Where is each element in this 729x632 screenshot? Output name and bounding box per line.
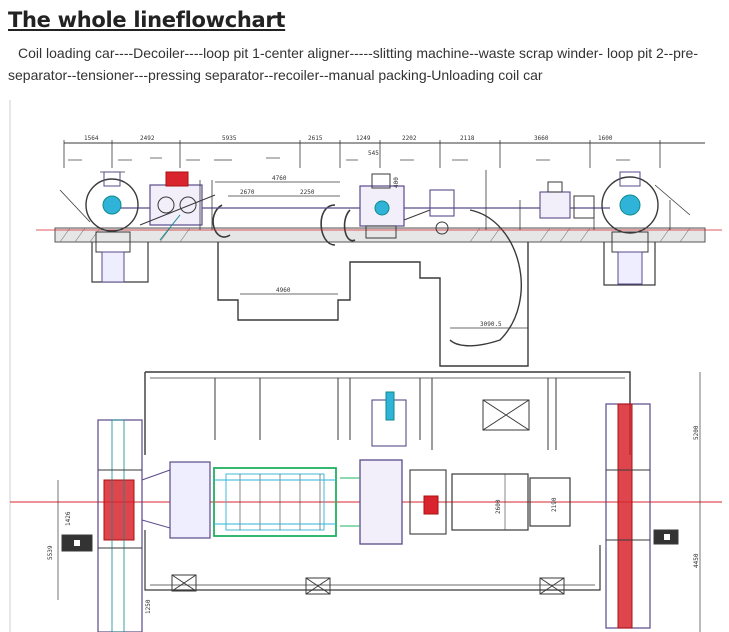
dim-2615: 2615 (308, 135, 323, 142)
flow-description-text: Coil loading car----Decoiler----loop pit… (8, 45, 698, 83)
dim-1564: 1564 (84, 135, 99, 142)
dim-2492: 2492 (140, 135, 155, 142)
dim-2250: 2250 (300, 189, 315, 196)
dim-4450: 4450 (693, 553, 700, 568)
dim-4760: 4760 (272, 175, 287, 182)
dim-4960: 4960 (276, 287, 291, 294)
flow-description: Coil loading car----Decoiler----loop pit… (8, 42, 720, 86)
plan-view (10, 371, 722, 632)
dim-5200: 5200 (693, 425, 700, 440)
page-title: The whole lineflowchart (8, 8, 286, 32)
dim-1250: 1250 (145, 599, 152, 614)
dim-5935: 5935 (222, 135, 237, 142)
dim-1600: 1600 (598, 135, 613, 142)
elevation-view (36, 140, 722, 367)
dim-2118: 2118 (460, 135, 475, 142)
plan-dimension-labels: 5200 4450 5539 1426 2600 2190 1250 (47, 425, 700, 614)
dim-2202: 2202 (402, 135, 417, 142)
dim-3090: 3090.5 (480, 321, 502, 328)
dim-2670: 2670 (240, 189, 255, 196)
dim-3660: 3660 (534, 135, 549, 142)
elevation-dimension-labels: 1564 2492 5935 2615 1249 2202 2118 3660 … (84, 135, 613, 328)
dim-1249: 1249 (356, 135, 371, 142)
dim-400: 400 (393, 177, 400, 188)
dim-545: 545 (368, 150, 379, 157)
dim-2600: 2600 (495, 499, 502, 514)
dim-2190: 2190 (551, 497, 558, 512)
dim-1426: 1426 (65, 511, 72, 526)
dim-5539: 5539 (47, 545, 54, 560)
